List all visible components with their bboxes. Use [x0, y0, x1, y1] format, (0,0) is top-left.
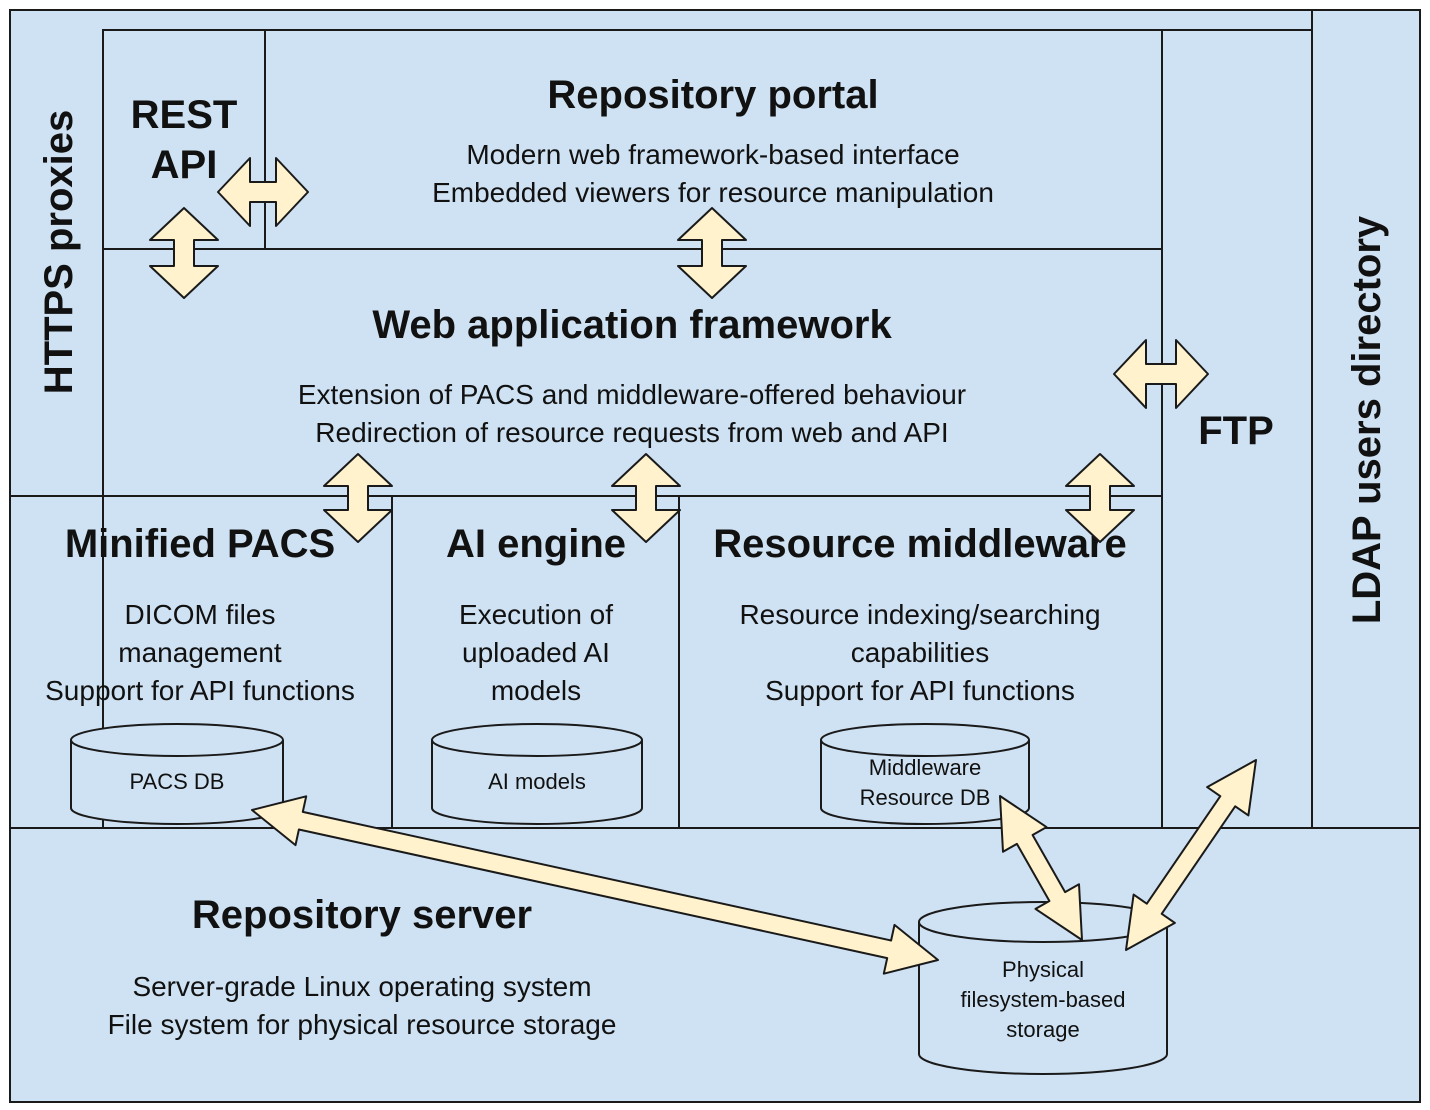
application-frame	[102, 29, 1313, 829]
resource-middleware-line: capabilities	[851, 637, 990, 668]
framework-middleware-arrow	[1065, 453, 1135, 543]
https-proxies-label: HTTPS proxies	[37, 110, 81, 395]
framework-ai-arrow	[611, 453, 681, 543]
web-framework-line: Extension of PACS and middleware-offered…	[298, 379, 966, 410]
storage-label-line1: Physical	[1002, 957, 1084, 982]
ldap-label: LDAP users directory	[1345, 215, 1389, 624]
middleware-storage-arrow	[999, 795, 1083, 941]
ftp-label: FTP	[1198, 409, 1274, 453]
repository-server-line: File system for physical resource storag…	[108, 1009, 617, 1040]
web-framework-line: Redirection of resource requests from we…	[315, 417, 948, 448]
pacs-db-cylinder	[70, 723, 284, 825]
resource-middleware-line: Support for API functions	[765, 675, 1075, 706]
storage-label-line3: storage	[1006, 1017, 1079, 1042]
portal-framework-arrow	[677, 207, 747, 299]
middleware-db-label-line1: Middleware	[869, 755, 982, 780]
minified-pacs-line: management	[118, 637, 282, 668]
ftp-storage-arrow	[1125, 759, 1257, 951]
repository-portal-line: Embedded viewers for resource manipulati…	[432, 177, 994, 208]
minified-pacs-title: Minified PACS	[65, 522, 335, 566]
ai-engine-line: models	[491, 675, 581, 706]
ai-models-cylinder	[431, 723, 643, 825]
framework-ftp-arrow	[1113, 339, 1209, 409]
repository-portal-title: Repository portal	[547, 73, 878, 117]
repository-portal-line: Modern web framework-based interface	[466, 139, 959, 170]
resource-middleware-title: Resource middleware	[713, 522, 1127, 566]
web-framework-title: Web application framework	[372, 303, 892, 347]
resource-middleware-line: Resource indexing/searching	[739, 599, 1100, 630]
ai-engine-title: AI engine	[446, 522, 626, 566]
middleware-db-label-line2: Resource DB	[860, 785, 991, 810]
ai-engine-line: uploaded AI	[462, 637, 610, 668]
repository-server-line: Server-grade Linux operating system	[132, 971, 591, 1002]
repository-server-title: Repository server	[192, 893, 532, 937]
pacs-db-label: PACS DB	[130, 769, 225, 794]
framework-pacs-arrow	[323, 453, 393, 543]
rest-api-label-line1: REST	[131, 93, 238, 137]
minified-pacs-line: Support for API functions	[45, 675, 355, 706]
pacs-storage-arrow	[251, 795, 939, 975]
minified-pacs-line: DICOM files	[125, 599, 276, 630]
rest-api-label-line2: API	[151, 143, 218, 187]
rest-api-portal-arrow	[217, 157, 309, 227]
rest-api-framework-arrow	[149, 207, 219, 299]
ai-models-label: AI models	[488, 769, 586, 794]
physical-storage-cylinder	[918, 901, 1168, 1075]
arrows-group	[149, 157, 1257, 975]
storage-label-line2: filesystem-based	[960, 987, 1125, 1012]
ai-engine-line: Execution of	[459, 599, 613, 630]
